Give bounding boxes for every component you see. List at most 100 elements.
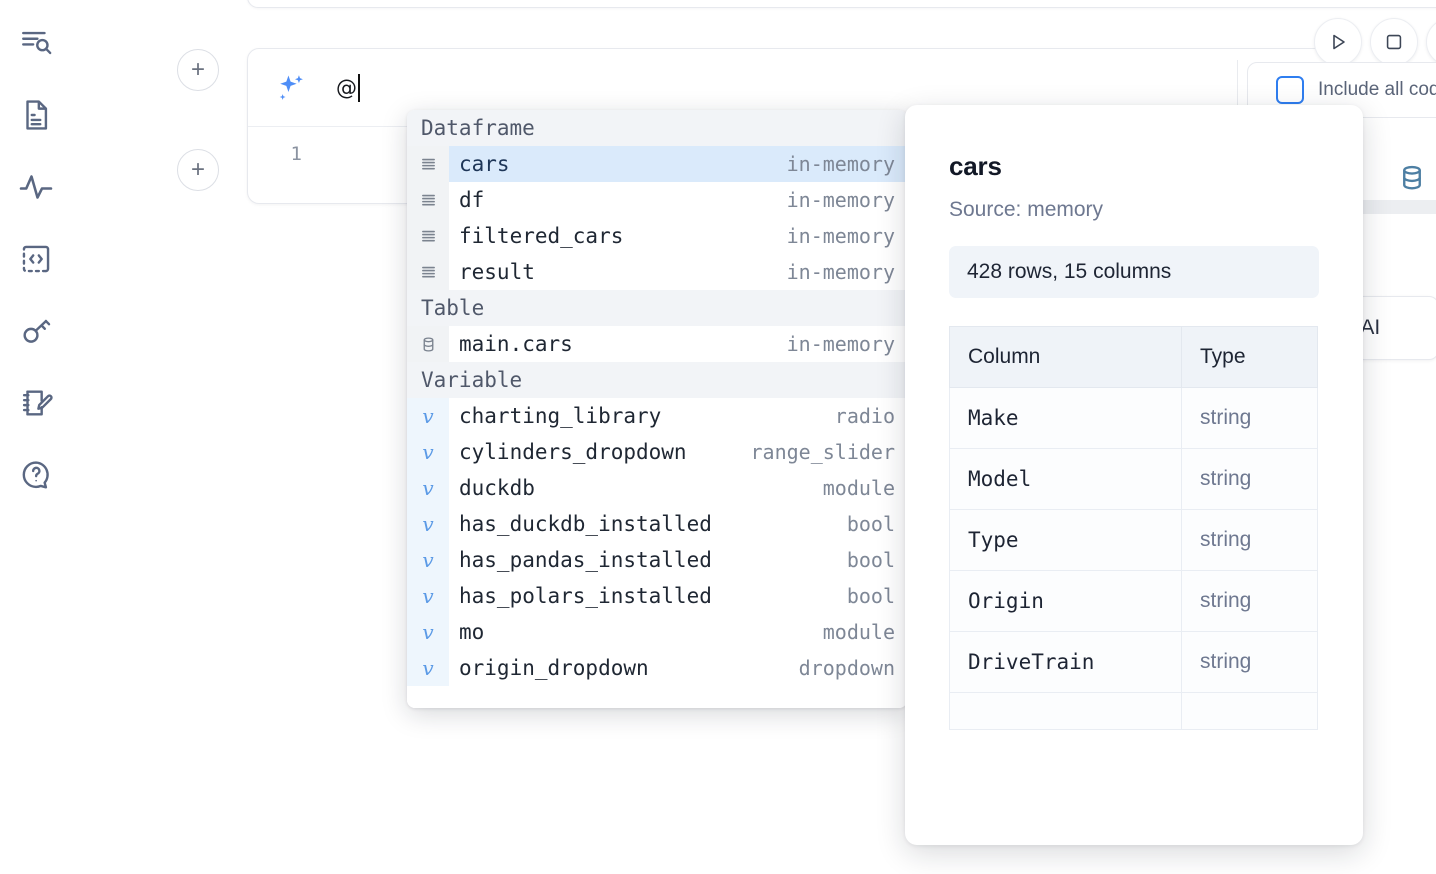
text-caret (358, 73, 361, 102)
database-table-icon (407, 326, 449, 362)
include-all-code-checkbox[interactable] (1276, 76, 1304, 104)
autocomplete-item-type: in-memory (786, 152, 895, 176)
variable-icon: v (407, 398, 449, 434)
autocomplete-item[interactable]: result in-memory (407, 254, 907, 290)
detail-column-name: Make (949, 387, 1182, 449)
autocomplete-item[interactable]: filtered_cars in-memory (407, 218, 907, 254)
variable-icon: v (407, 578, 449, 614)
ai-prompt-input[interactable]: @ (310, 69, 1346, 107)
autocomplete-item[interactable]: cars in-memory (407, 146, 907, 182)
stop-cell-button[interactable] (1370, 18, 1418, 66)
detail-column-type: string (1181, 509, 1318, 571)
autocomplete-item-type: in-memory (786, 224, 895, 248)
autocomplete-item-type: in-memory (786, 260, 895, 284)
autocomplete-item-name: origin_dropdown (459, 656, 649, 680)
autocomplete-group-header: Variable (407, 362, 907, 398)
detail-source: Source: memory (949, 198, 1104, 221)
add-cell-above-button[interactable]: + (177, 49, 219, 91)
code-snippets-icon[interactable] (13, 232, 59, 286)
autocomplete-item-name: charting_library (459, 404, 662, 428)
detail-column-type (1181, 692, 1318, 730)
table-row (949, 692, 1318, 730)
autocomplete-item-body: duckdb module (449, 470, 907, 506)
file-document-icon[interactable] (13, 88, 59, 142)
scratchpad-edit-icon[interactable] (13, 376, 59, 430)
autocomplete-item-type: module (822, 476, 895, 500)
autocomplete-item-name: duckdb (459, 476, 535, 500)
autocomplete-item-name: has_polars_installed (459, 584, 712, 608)
autocomplete-item-name: result (459, 260, 535, 284)
autocomplete-item-type: in-memory (786, 188, 895, 212)
detail-column-name: Type (949, 509, 1182, 571)
autocomplete-item-name: cars (459, 152, 510, 176)
autocomplete-item-body: filtered_cars in-memory (449, 218, 907, 254)
previous-cell-outline (247, 0, 1436, 8)
dataframe-rows-icon (407, 182, 449, 218)
autocomplete-bottom-fade (407, 698, 907, 708)
autocomplete-item-body: cars in-memory (449, 146, 907, 182)
autocomplete-item-type: bool (846, 512, 895, 536)
autocomplete-group-header: Dataframe (407, 110, 907, 146)
autocomplete-item[interactable]: v charting_library radio (407, 398, 907, 434)
explore-search-icon[interactable] (13, 16, 59, 70)
variable-icon: v (407, 650, 449, 686)
autocomplete-item-name: has_pandas_installed (459, 548, 712, 572)
autocomplete-item-type: range_slider (750, 440, 896, 464)
detail-column-type: string (1181, 387, 1318, 449)
cell-output-icons: M↓ (1397, 163, 1436, 198)
autocomplete-item[interactable]: v has_pandas_installed bool (407, 542, 907, 578)
sparkle-ai-icon (272, 69, 310, 107)
autocomplete-item-name: df (459, 188, 485, 212)
dataframe-detail-panel: cars Source: memory 428 rows, 15 columns… (905, 105, 1363, 845)
ai-prompt-value: @ (336, 75, 358, 100)
autocomplete-item-type: radio (834, 404, 895, 428)
column-header-column: Column (949, 326, 1182, 388)
activity-pulse-icon[interactable] (13, 160, 59, 214)
left-icon-rail (0, 0, 72, 874)
dataframe-rows-icon (407, 146, 449, 182)
dataframe-rows-icon (407, 254, 449, 290)
autocomplete-item-type: module (822, 620, 895, 644)
autocomplete-item[interactable]: df in-memory (407, 182, 907, 218)
help-chat-icon[interactable] (13, 448, 59, 502)
autocomplete-item-body: cylinders_dropdown range_slider (449, 434, 907, 470)
autocomplete-item-name: has_duckdb_installed (459, 512, 712, 536)
key-secrets-icon[interactable] (13, 304, 59, 358)
detail-column-name: Origin (949, 570, 1182, 632)
detail-column-type: string (1181, 570, 1318, 632)
detail-column-type: string (1181, 631, 1318, 693)
autocomplete-item-body: df in-memory (449, 182, 907, 218)
include-all-code-label: Include all code (1318, 79, 1436, 100)
detail-shape-badge: 428 rows, 15 columns (949, 246, 1319, 298)
autocomplete-item-name: cylinders_dropdown (459, 440, 687, 464)
detail-column-name (949, 692, 1182, 730)
detail-column-name: DriveTrain (949, 631, 1182, 693)
more-actions-button[interactable] (1426, 18, 1436, 66)
code-editor-row[interactable]: 1 (248, 127, 1346, 203)
autocomplete-item-name: filtered_cars (459, 224, 624, 248)
autocomplete-item-body: has_pandas_installed bool (449, 542, 907, 578)
run-cell-button[interactable] (1314, 18, 1362, 66)
variable-icon: v (407, 542, 449, 578)
column-header-type: Type (1181, 326, 1318, 388)
autocomplete-item-type: bool (846, 548, 895, 572)
table-header-row: Column Type (949, 326, 1318, 388)
add-cell-below-button[interactable]: + (177, 149, 219, 191)
database-icon[interactable] (1397, 163, 1427, 198)
